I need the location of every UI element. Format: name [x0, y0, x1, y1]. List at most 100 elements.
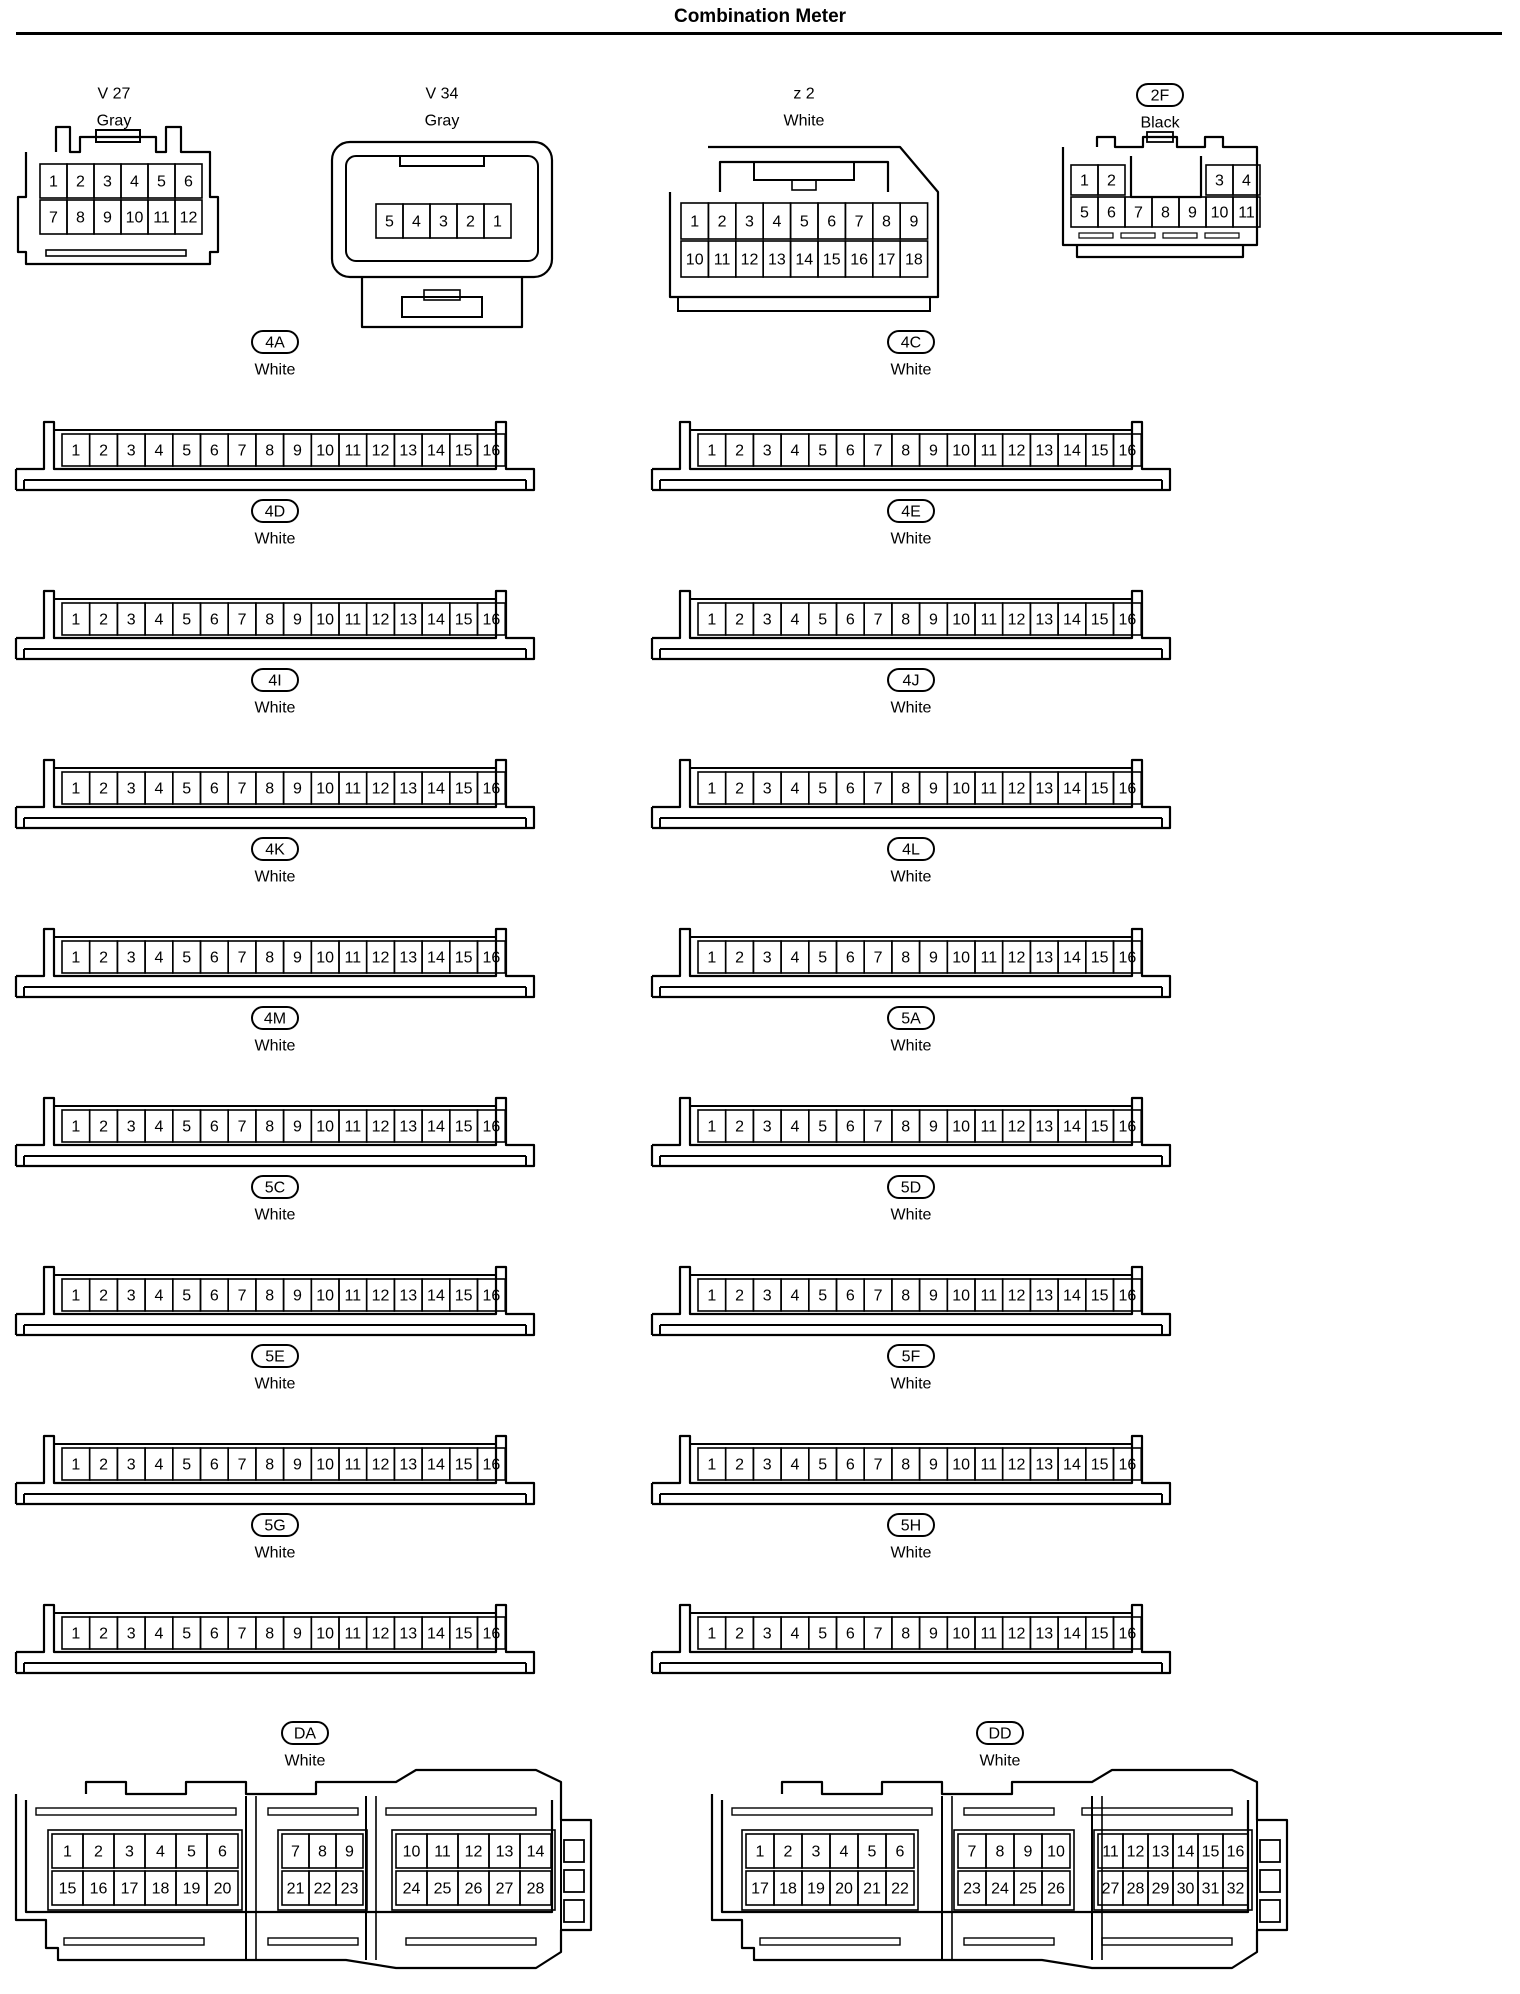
pin-number: 13 [399, 1288, 417, 1305]
pin-number: 5 [818, 781, 827, 798]
pin-number: 3 [812, 1844, 821, 1861]
connector-id: 4I [268, 673, 281, 690]
pin-cell: 3 [752, 602, 782, 636]
pin-number: 16 [482, 1288, 500, 1305]
pin-number: 2 [735, 1288, 744, 1305]
pin-number: 10 [126, 210, 144, 227]
pin-cell: 8 [1151, 196, 1180, 228]
pin-number: 6 [846, 443, 855, 460]
pin-cell: 16 [476, 940, 507, 974]
pin-number: 9 [929, 443, 938, 460]
pin-number: 5 [818, 1119, 827, 1136]
pin-cell: 9 [918, 1109, 949, 1143]
lock-tab-top [423, 289, 461, 301]
pin-cell: 13 [393, 1278, 423, 1312]
pin-number: 1 [690, 214, 699, 231]
pin-cell: 2 [88, 433, 119, 467]
pin-cell: 9 [918, 1447, 949, 1481]
connector-color: White [891, 531, 932, 548]
pin-number: 12 [372, 1626, 390, 1643]
pin-number: 1 [707, 950, 716, 967]
pin-cell: 3 [116, 940, 146, 974]
pin-number: 8 [318, 1844, 327, 1861]
pin-cell: 6 [1097, 196, 1126, 228]
pin-number: 8 [901, 781, 910, 798]
pin-number: 5 [187, 1844, 196, 1861]
pin-number: 12 [1008, 1626, 1026, 1643]
connector-color: Black [1140, 115, 1180, 132]
pin-cell: 15 [448, 940, 479, 974]
pin-cell: 14 [1057, 433, 1087, 467]
pin-number: 3 [127, 1457, 136, 1474]
housing-outline [360, 277, 524, 329]
key-rib [45, 249, 187, 257]
pin-cell: 5 [172, 1616, 202, 1650]
housing-outline [652, 758, 1172, 830]
pin-cell: 5 [857, 1833, 887, 1869]
pin-cell: 15 [448, 771, 479, 805]
pin-number: 9 [929, 781, 938, 798]
pin-cell: 12 [365, 940, 396, 974]
pin-number: 11 [1238, 205, 1255, 222]
pin-number: 22 [314, 1881, 332, 1898]
pin-cell: 9 [899, 202, 929, 240]
pin-number: 2 [735, 1626, 744, 1643]
pin-cell: 11 [338, 940, 368, 974]
pin-cell: 8 [255, 771, 285, 805]
pin-cell: 16 [476, 1616, 507, 1650]
pin-cell: 1 [61, 433, 91, 467]
pin-number: 11 [981, 443, 998, 460]
pin-cell: 3 [1205, 164, 1234, 196]
pin-number: 4 [790, 1626, 799, 1643]
pin-number: 16 [90, 1881, 108, 1898]
pin-number: 10 [316, 1288, 334, 1305]
housing-outline [1061, 135, 1259, 247]
pin-cell: 12 [1001, 1278, 1032, 1312]
pin-number: 9 [293, 1457, 302, 1474]
pin-number: 11 [434, 1844, 451, 1861]
pin-number: 14 [1063, 1457, 1081, 1474]
pin-number: 11 [345, 612, 362, 629]
pin-cell: 4 [780, 433, 810, 467]
pin-number: 16 [482, 443, 500, 460]
pin-cell: 22 [308, 1870, 337, 1906]
pin-cell: 27 [488, 1870, 521, 1906]
connector-id-badge [887, 1344, 935, 1368]
pin-number: 11 [1102, 1844, 1119, 1861]
pin-cell: 15 [817, 240, 847, 278]
connector-id: 4J [903, 673, 920, 690]
pin-number: 14 [1063, 950, 1081, 967]
pin-cell: 2 [773, 1833, 803, 1869]
pin-number: 8 [265, 612, 274, 629]
pin-cell: 20 [206, 1870, 239, 1906]
pin-cell: 9 [918, 433, 949, 467]
pin-cell: 14 [421, 1109, 451, 1143]
pin-cell: 3 [113, 1833, 146, 1869]
pin-cell: 6 [835, 771, 866, 805]
connector-id: 4K [265, 842, 285, 859]
pin-cell: 13 [393, 1109, 423, 1143]
pin-cell: 12 [1001, 1616, 1032, 1650]
pin-cell: 17 [871, 240, 901, 278]
pin-cell: 8 [891, 1109, 921, 1143]
pin-number: 11 [981, 1626, 998, 1643]
pin-box [476, 1109, 507, 1143]
pin-number: 10 [316, 1119, 334, 1136]
pin-cell: 25 [426, 1870, 459, 1906]
pin-number: 10 [952, 781, 970, 798]
pin-number: 15 [455, 1457, 473, 1474]
pin-number: 9 [909, 214, 918, 231]
connector-id: V 34 [426, 86, 459, 103]
pin-cell: 10 [946, 940, 976, 974]
pin-cell: 1 [61, 1109, 91, 1143]
side-latch [563, 1899, 585, 1923]
pin-cell: 14 [421, 1447, 451, 1481]
connector-id: 4L [902, 842, 920, 859]
pin-number: 10 [316, 1457, 334, 1474]
housing-outline [1075, 245, 1245, 259]
pin-number: 12 [1008, 1119, 1026, 1136]
pin-cell: 9 [918, 602, 949, 636]
pin-number: 4 [790, 950, 799, 967]
